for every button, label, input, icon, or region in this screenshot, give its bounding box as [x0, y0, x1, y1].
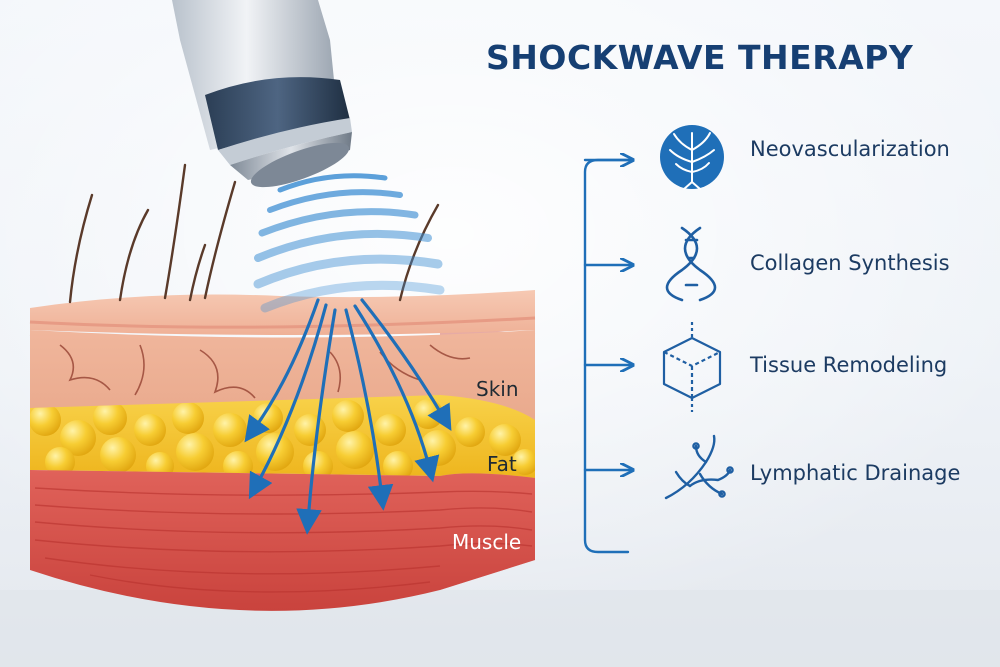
page-title: SHOCKWAVE THERAPY: [486, 38, 914, 77]
benefit-collagen-synthesis: Collagen Synthesis: [750, 251, 950, 275]
skin-vessels: [59, 344, 471, 399]
blood-vessel-icon: [660, 125, 724, 190]
benefit-neovascularization: Neovascularization: [750, 137, 950, 161]
wave-arrow: [344, 308, 394, 511]
wave-arrow: [353, 304, 440, 483]
muscle-fibers: [34, 487, 533, 593]
cube-icon: [662, 322, 722, 412]
benefit-lymphatic-drainage: Lymphatic Drainage: [750, 461, 961, 485]
skin-layer: [30, 330, 535, 425]
shockwave-rings: [253, 173, 445, 313]
fat-label: Fat: [487, 452, 517, 476]
shockwave-applicator: [172, 0, 352, 188]
wave-arrow: [244, 298, 320, 443]
skin-label: Skin: [476, 377, 519, 401]
lymphatic-branch-icon: [664, 434, 734, 500]
dna-helix-icon: [665, 226, 717, 302]
penetration-arrows: [244, 298, 452, 535]
muscle-layer: [30, 470, 535, 611]
wave-arrow: [248, 303, 328, 500]
wave-arrow: [360, 298, 452, 432]
muscle-label: Muscle: [452, 530, 522, 554]
hairs: [68, 163, 440, 304]
benefit-tissue-remodeling: Tissue Remodeling: [750, 353, 948, 377]
wave-arrow: [296, 308, 337, 535]
benefit-connector: [583, 160, 632, 554]
